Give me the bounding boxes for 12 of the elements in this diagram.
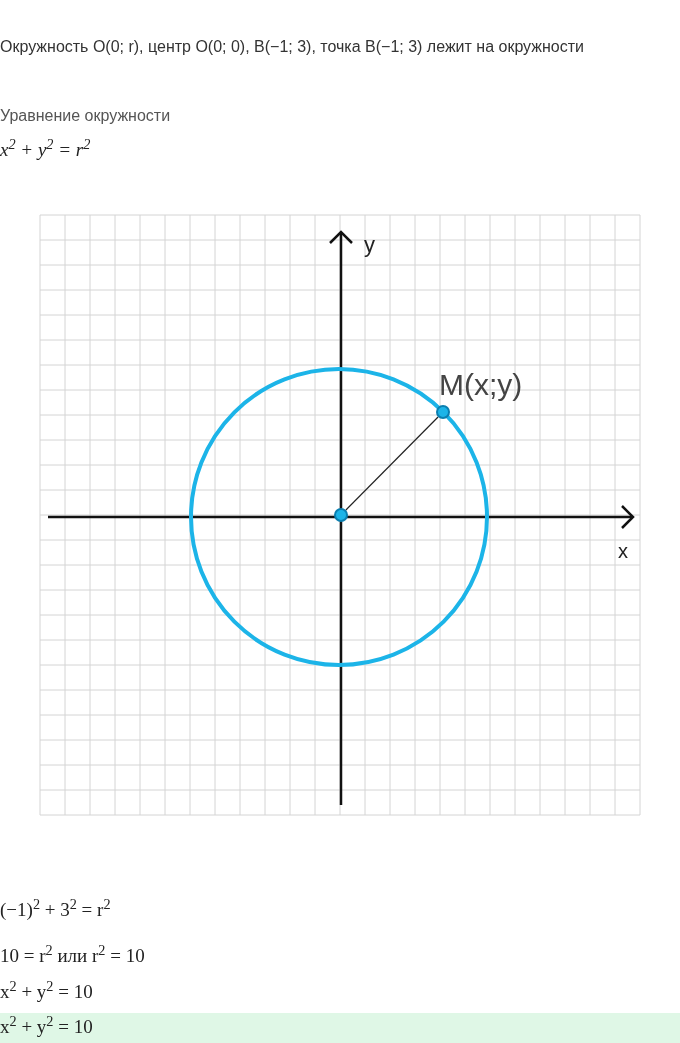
text-line: Окружность O(0; r), центр O(0; 0), B(−1; 3), точка B(−1; 3) лежит на окружности [0,37,585,57]
radius-line [345,416,439,511]
point-label: M(x;y) [439,367,523,403]
axis-label: y [364,231,375,259]
text-line: x$^{2}$ + y$^{2}$ = r$^{2}$ [0,136,91,162]
text-line: Уравнение окружности [0,106,171,126]
text-line: x$^{2}$ + y$^{2}$ = 10 [0,978,93,1004]
point [436,405,450,419]
text-line: (−1)$^{2}$ + 3$^{2}$ = r$^{2}$ [0,896,111,922]
text-line: 10 = r$^{2}$ или r$^{2}$ = 10 [0,942,145,968]
point [334,508,348,522]
axis-label: x [618,539,628,564]
